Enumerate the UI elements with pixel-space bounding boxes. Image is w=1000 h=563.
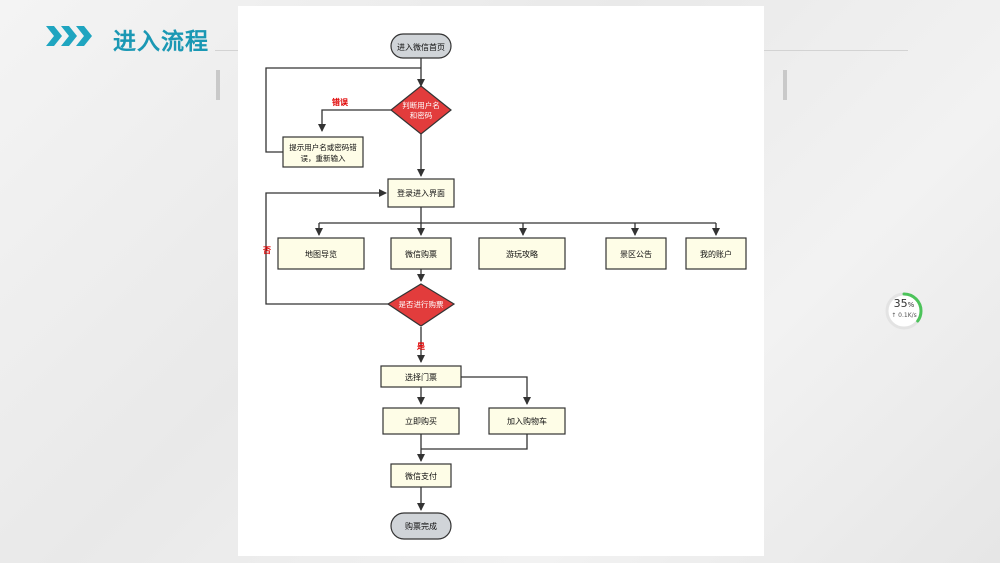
decor-bar-right [783, 70, 787, 100]
module-map-node: 地图导览 [277, 237, 365, 270]
yes-label: 是 [416, 341, 425, 351]
login-check-label-line2: 和密码 [410, 110, 433, 120]
module-label: 微信购票 [405, 249, 437, 259]
module-guide-node: 游玩攻略 [478, 237, 566, 270]
login-check-decision: 判断用户名 和密码 [390, 85, 452, 135]
error-label: 错误 [332, 97, 349, 107]
error-prompt-line2: 误，重新输入 [301, 153, 346, 163]
connectors [265, 58, 720, 511]
error-prompt-node: 提示用户名或密码错 误，重新输入 [282, 136, 364, 168]
buy-now-node: 立即购买 [382, 407, 460, 435]
module-ticket-node: 微信购票 [390, 237, 452, 270]
buy-now-label: 立即购买 [405, 416, 437, 426]
module-notice-node: 景区公告 [605, 237, 667, 270]
login-check-label-line1: 判断用户名 [402, 100, 440, 110]
chevron-arrows-icon [46, 26, 92, 46]
select-ticket-node: 选择门票 [380, 365, 462, 388]
title-divider-left [215, 50, 238, 51]
no-label: 否 [262, 246, 271, 255]
progress-ring-icon [885, 292, 923, 330]
module-label: 我的账户 [700, 249, 732, 259]
network-speed-widget[interactable]: 35% ↑ 0.1K/s [884, 291, 924, 331]
login-node: 登录进入界面 [387, 178, 455, 208]
title-divider-right [764, 50, 908, 51]
widget-speed: ↑ 0.1K/s [891, 312, 917, 319]
done-node: 购票完成 [390, 512, 452, 540]
decor-bar-left [216, 70, 220, 100]
add-cart-label: 加入购物车 [507, 416, 547, 426]
add-cart-node: 加入购物车 [488, 407, 566, 435]
module-label: 游玩攻略 [506, 249, 538, 259]
pay-label: 微信支付 [405, 471, 437, 481]
pay-node: 微信支付 [390, 463, 452, 488]
module-account-node: 我的账户 [685, 237, 747, 270]
module-label: 景区公告 [620, 249, 652, 259]
start-label: 进入微信首页 [397, 42, 445, 52]
flowchart: 进入微信首页 判断用户名 和密码 错误 提示用户名或密码错 误，重新输入 登录进… [262, 33, 747, 540]
error-prompt-line1: 提示用户名或密码错 [289, 142, 357, 152]
buy-check-label: 是否进行购票 [399, 299, 444, 309]
widget-percent: 35% [893, 297, 915, 310]
login-label: 登录进入界面 [397, 188, 445, 198]
select-ticket-label: 选择门票 [405, 372, 437, 382]
slide-title: 进入流程 [113, 29, 209, 55]
module-label: 地图导览 [305, 249, 337, 259]
done-label: 购票完成 [405, 521, 437, 531]
buy-check-decision: 是否进行购票 [386, 283, 456, 327]
flowchart-panel: 进入微信首页 判断用户名 和密码 错误 提示用户名或密码错 误，重新输入 登录进… [238, 6, 764, 556]
start-node: 进入微信首页 [390, 33, 452, 59]
